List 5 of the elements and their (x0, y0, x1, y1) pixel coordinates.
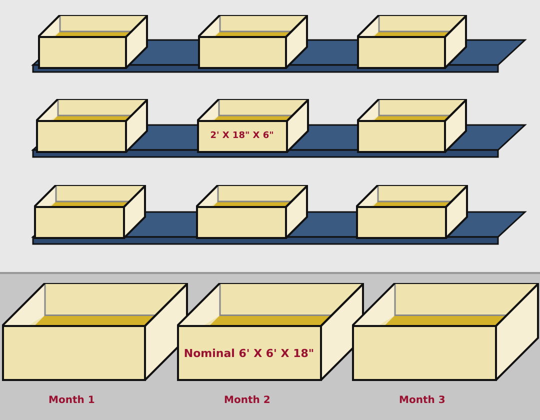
month-label: Month 1 (48, 395, 95, 406)
dimension-label: Nominal 6' X 6' X 18" (182, 346, 316, 360)
month-label: Month 2 (224, 395, 270, 406)
dimension-label: 2' X 18" X 6" (209, 131, 275, 141)
month-label: Month 3 (399, 395, 446, 406)
